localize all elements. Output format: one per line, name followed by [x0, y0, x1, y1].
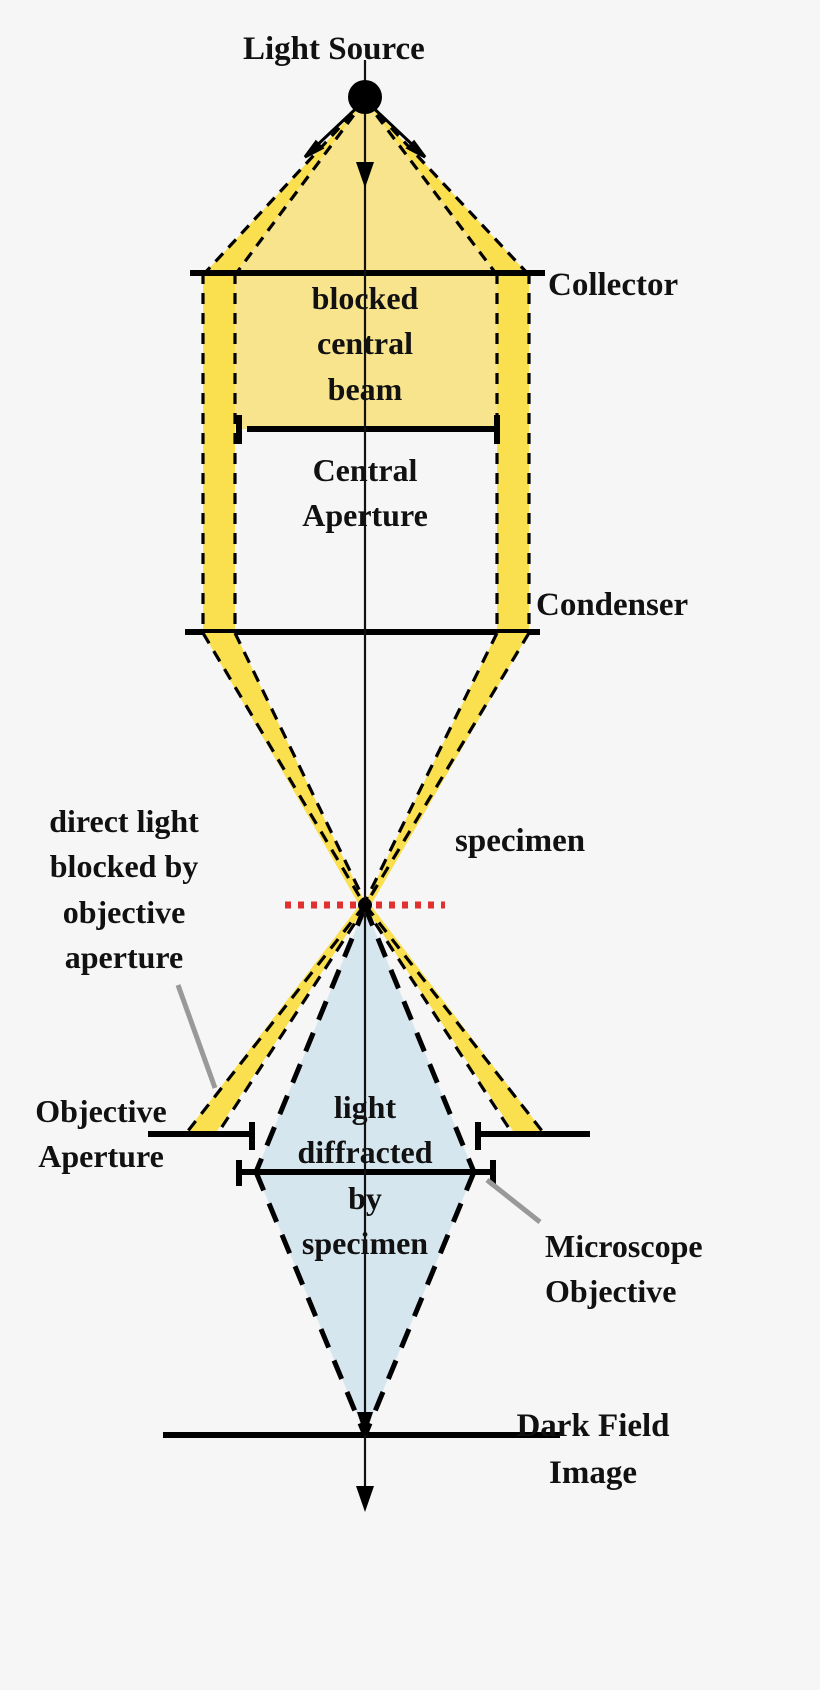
converge-edge-left-inner: [233, 632, 368, 905]
direct-edge-left-outer: [182, 905, 366, 1137]
source-cone-edge-left-outer: [201, 98, 367, 277]
optical-axis-arrow-upper: [356, 162, 374, 188]
label-central-aperture: Central Aperture: [302, 452, 428, 534]
diffracted-edge-left-upper: [253, 906, 368, 1173]
label-light-diffracted: light diffracted by specimen: [297, 1089, 433, 1262]
light-source-dot: [348, 80, 382, 114]
direct-edge-right-outer: [364, 905, 548, 1137]
label-direct-light-blocked: direct light blocked by objective apertu…: [49, 803, 199, 976]
beam-band-left: [203, 273, 235, 632]
label-collector: Collector: [548, 267, 679, 303]
diffracted-edge-right-upper: [362, 906, 477, 1173]
label-microscope-objective: Microscope Objective: [545, 1228, 703, 1310]
diffracted-edge-right-lower: [363, 1171, 477, 1434]
converge-edge-right-outer: [364, 632, 531, 905]
source-cone-edge-right-outer: [363, 98, 531, 277]
optical-axis-arrow-bottom: [356, 1486, 374, 1512]
label-dark-field-image: Dark Field Image: [516, 1408, 670, 1491]
label-light-source: Light Source: [243, 31, 425, 67]
label-specimen: specimen: [455, 823, 586, 859]
specimen-point: [358, 898, 372, 912]
converge-edge-right-inner: [362, 632, 499, 905]
source-cone-edge-left-inner: [233, 99, 367, 276]
direct-edge-right-inner: [362, 905, 516, 1137]
optical-axis-arrow-image: [357, 1412, 373, 1436]
direct-edge-left-inner: [214, 905, 368, 1137]
label-condenser: Condenser: [536, 587, 689, 623]
label-objective-aperture: Objective Aperture: [35, 1093, 167, 1175]
beam-band-right: [497, 273, 529, 632]
label-blocked-central-beam: blocked central beam: [311, 280, 419, 407]
leader-line-direct-light-blocked: [175, 984, 218, 1089]
converge-edge-left-outer: [201, 632, 366, 905]
diffracted-edge-left-lower: [253, 1171, 367, 1434]
leader-line-microscope-objective: [485, 1178, 542, 1224]
